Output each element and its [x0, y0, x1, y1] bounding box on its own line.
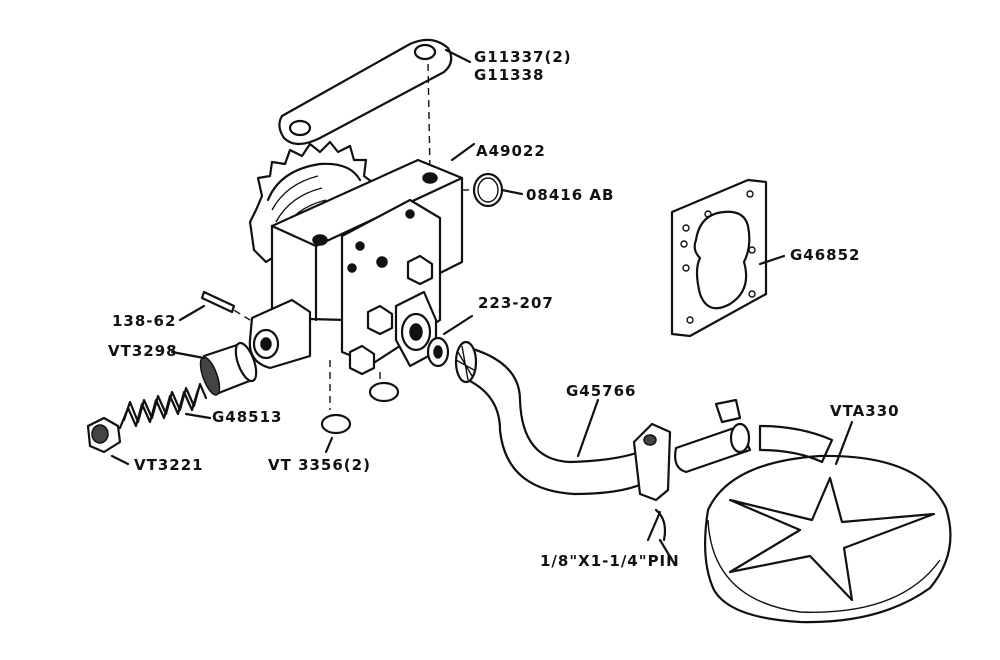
top-gasket-plate — [278, 38, 453, 146]
relief-cap-nut — [86, 416, 122, 454]
label-pump-body: A49022 — [476, 142, 546, 160]
label-relief-cap: VT3221 — [134, 456, 204, 474]
label-lock-washer: 223-207 — [478, 294, 554, 312]
label-expansion-plug: VT 3356(2) — [268, 456, 371, 474]
top-gasket-centerline — [427, 63, 431, 171]
label-roll-pin: 138-62 — [112, 312, 177, 330]
pump-body — [248, 158, 464, 376]
label-gasket-top-b: G11338 — [474, 66, 545, 84]
roll-pin — [200, 290, 236, 314]
expansion-plug-2 — [368, 381, 400, 403]
label-cotter-pin: 1/8"X1-1/4"PIN — [540, 552, 680, 570]
leader-lines — [110, 48, 854, 562]
expansion-plug-1 — [320, 413, 352, 435]
label-screen-assembly: VTA330 — [830, 402, 900, 420]
label-o-ring: 08416 AB — [526, 186, 615, 204]
label-inlet-tube: G45766 — [566, 382, 637, 400]
label-relief-plunger: VT3298 — [108, 342, 178, 360]
label-flange-gasket: G46852 — [790, 246, 861, 264]
inlet-tube — [454, 340, 662, 496]
oil-screen — [704, 424, 952, 624]
label-gasket-top-a: G11337(2) — [474, 48, 572, 66]
cotter-pin — [646, 508, 667, 542]
label-relief-spring: G48513 — [212, 408, 283, 426]
flange-gasket — [670, 178, 768, 338]
lock-washer — [426, 336, 450, 368]
relief-plunger — [199, 341, 258, 396]
relief-spring — [118, 382, 208, 430]
tube-coupling — [674, 398, 752, 474]
tube-bracket — [632, 422, 672, 502]
